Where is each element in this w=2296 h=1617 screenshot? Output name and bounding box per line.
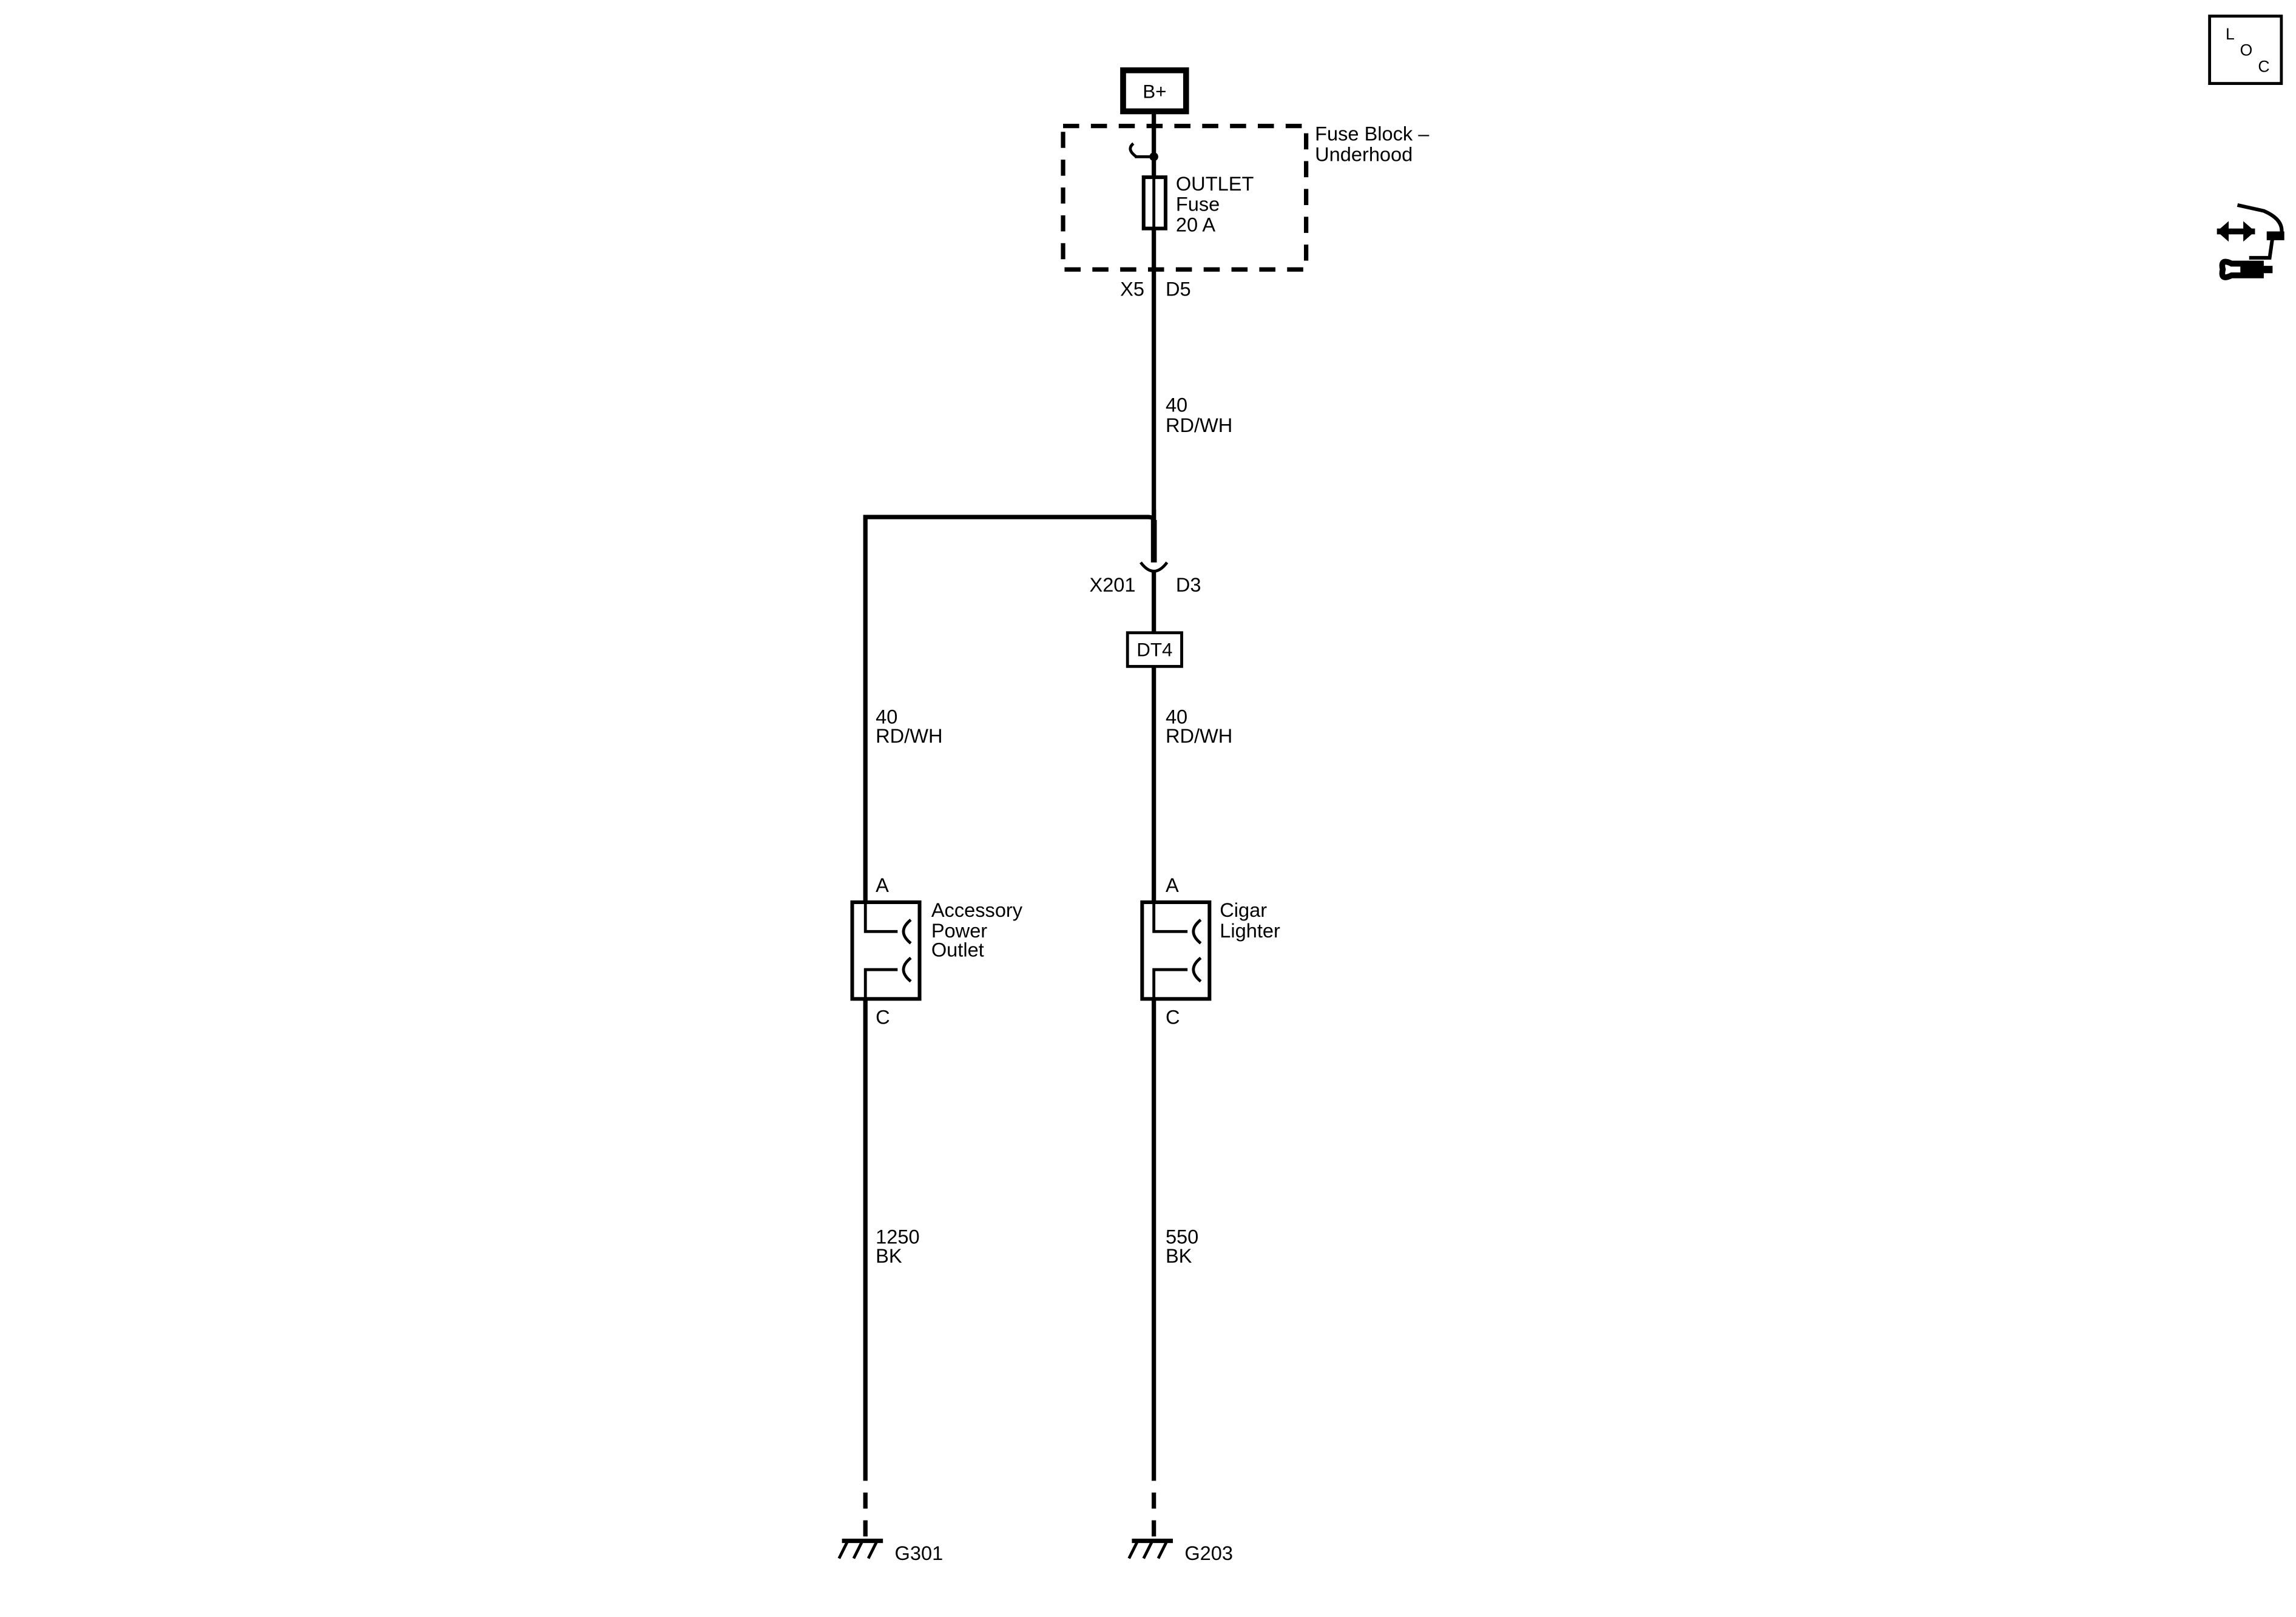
accessory-outlet-label-line3: Outlet	[931, 939, 984, 960]
accessory-outlet-pin-a: A	[876, 874, 889, 896]
fuse-block-connector-label: X5	[1120, 279, 1144, 300]
inline-connector-socket	[1140, 561, 1169, 573]
fuse-block-pin-label: D5	[1166, 279, 1191, 300]
cigar-lighter-pin-a: A	[1166, 874, 1179, 896]
splice-tag-label: DT4	[1136, 639, 1172, 660]
location-badge-c: C	[2258, 57, 2269, 75]
cigar-lighter-label-line1: Cigar	[1220, 899, 1267, 921]
left-lower-wire-circuit: 1250	[876, 1226, 919, 1247]
accessory-outlet-label-line2: Power	[931, 920, 987, 942]
inline-connector-label: X201	[1089, 574, 1135, 596]
fuse-tap-symbol	[1129, 142, 1154, 158]
accessory-outlet-body	[850, 900, 922, 1001]
service-tools-icon	[2217, 203, 2284, 280]
main-wire-circuit: 40	[1166, 394, 1187, 416]
location-badge-o: O	[2240, 41, 2253, 59]
cigar-lighter-body	[1140, 900, 1212, 1001]
splice-tag-dt4: DT4	[1126, 631, 1183, 668]
fuse-block-outline	[1061, 123, 1309, 272]
ground-g203: G203	[1127, 1464, 1233, 1564]
right-upper-wire-circuit: 40	[1166, 706, 1187, 727]
fuse-rating-label: 20 A	[1176, 214, 1215, 235]
right-upper-wire-color: RD/WH	[1166, 725, 1232, 747]
fuse-block-underhood: Fuse Block – Underhood	[1061, 123, 1430, 272]
ground-g203-label: G203	[1184, 1542, 1233, 1564]
accessory-outlet-label-line1: Accessory	[931, 899, 1023, 921]
outlet-fuse: OUTLET Fuse 20 A	[1129, 111, 1254, 235]
battery-positive-label: B+	[1143, 81, 1166, 103]
location-badge-icon: L O C	[2208, 15, 2283, 86]
cigar-lighter-pin-c: C	[1166, 1006, 1180, 1028]
battery-positive-source: B+	[1120, 67, 1189, 115]
ground-g301: G301	[837, 1464, 944, 1564]
fuse-name-label: OUTLET	[1176, 173, 1254, 195]
main-wire-color: RD/WH	[1166, 414, 1232, 436]
accessory-power-outlet: A C Accessory Power Outlet	[850, 874, 1023, 1028]
fuse-block-title-line1: Fuse Block –	[1315, 123, 1430, 145]
right-lower-wire-color: BK	[1166, 1245, 1192, 1267]
location-badge-l: L	[2226, 25, 2235, 43]
inline-connector-pin: D3	[1176, 574, 1201, 596]
cigar-lighter-label-line2: Lighter	[1220, 920, 1280, 942]
inline-connector-x201: X201 D3	[1089, 519, 1201, 633]
fuse-word-label: Fuse	[1176, 194, 1220, 215]
ground-g301-label: G301	[895, 1542, 944, 1564]
left-upper-wire-circuit: 40	[876, 706, 897, 727]
accessory-outlet-pin-c: C	[876, 1006, 890, 1028]
cigar-lighter: A C Cigar Lighter	[1140, 874, 1280, 1028]
left-upper-wire-color: RD/WH	[876, 725, 942, 747]
left-lower-wire-color: BK	[876, 1245, 902, 1267]
right-lower-wire-circuit: 550	[1166, 1226, 1198, 1247]
fuse-block-title-line2: Underhood	[1315, 144, 1413, 166]
